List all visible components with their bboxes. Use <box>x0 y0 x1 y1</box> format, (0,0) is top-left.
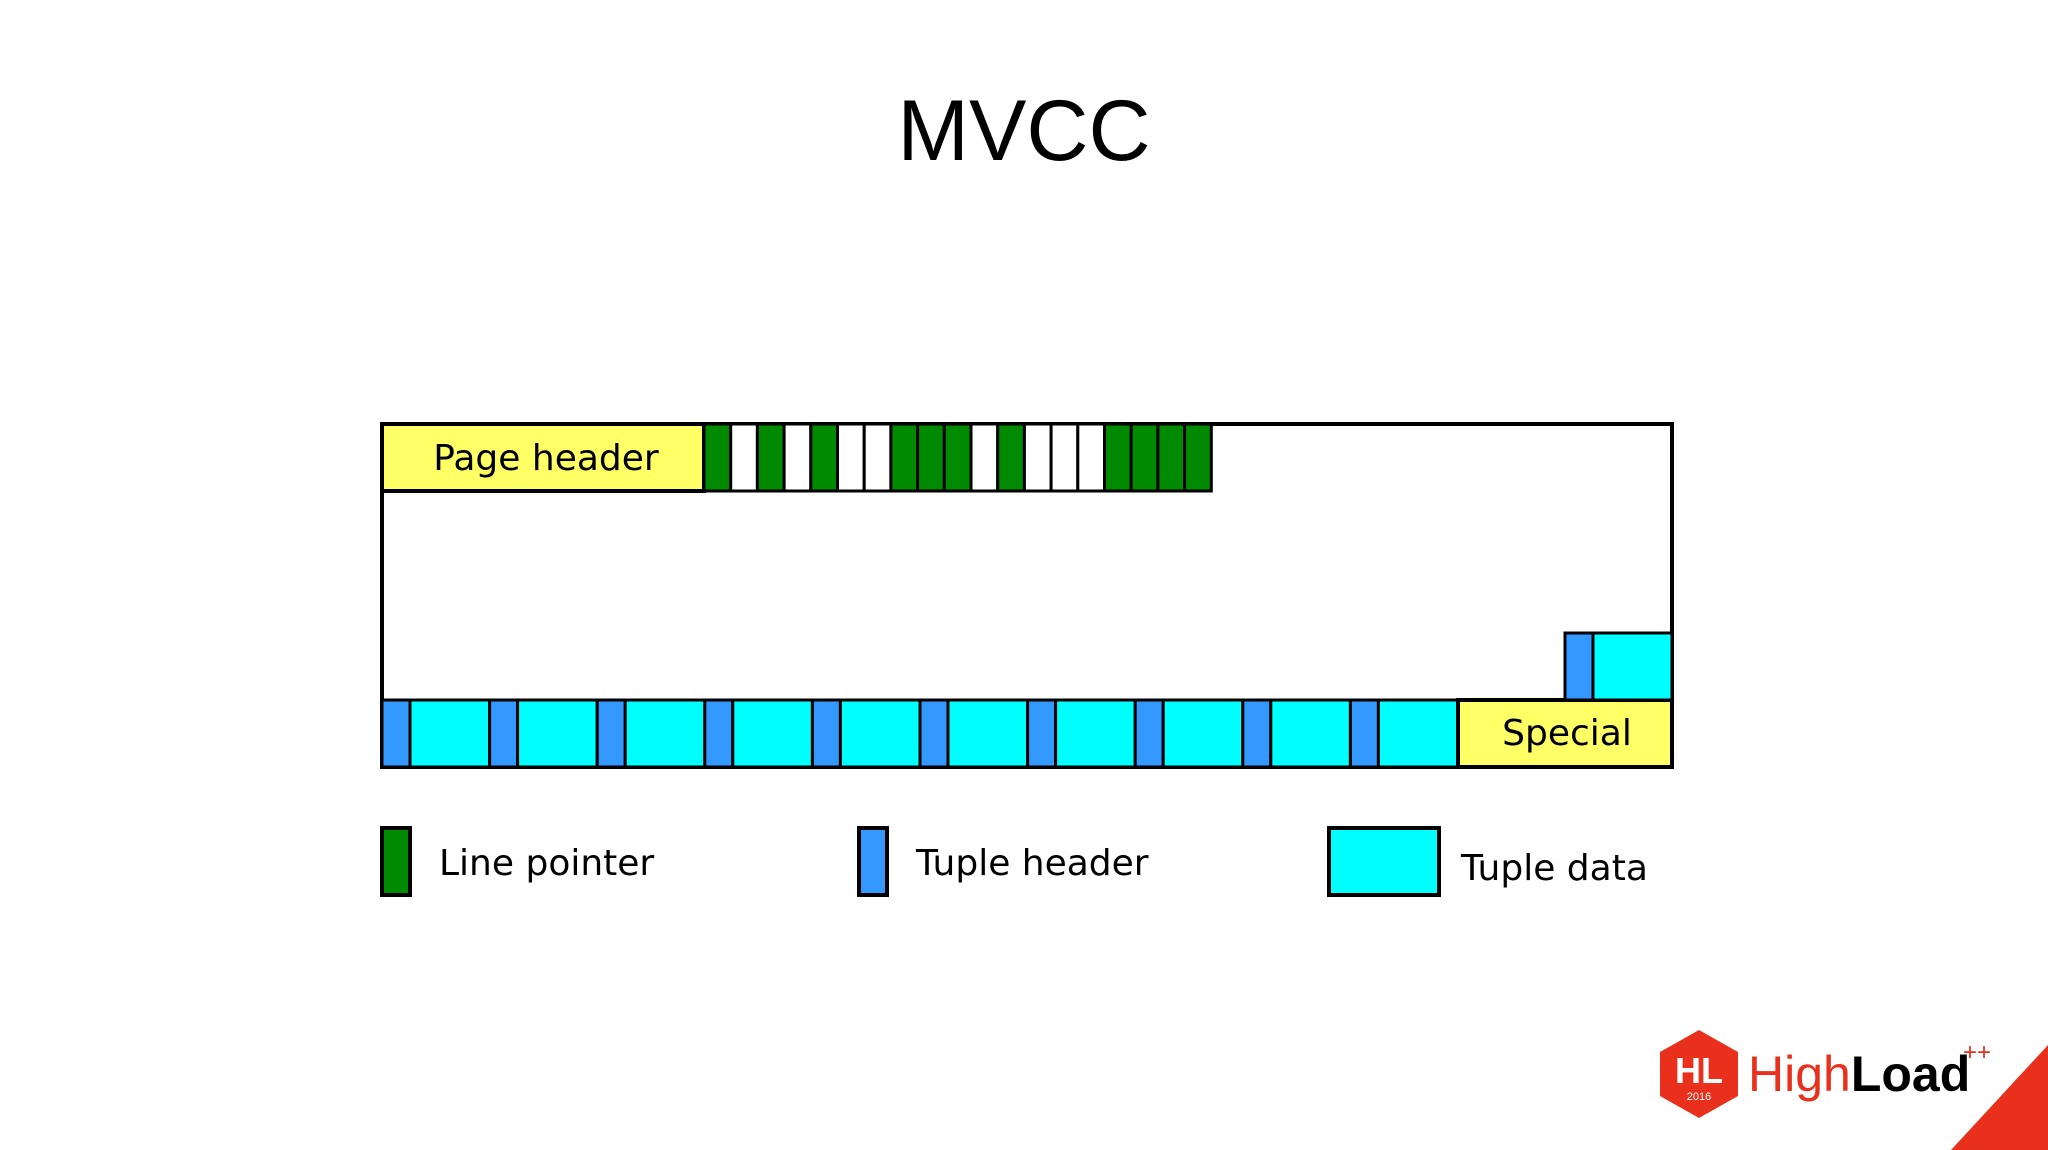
line-pointer-slot-free <box>969 422 1000 493</box>
logo-wordmark: HighLoad <box>1748 1046 1970 1102</box>
tuple-data-block <box>838 698 922 769</box>
tuple-header-block <box>810 698 842 769</box>
line-pointer-slot <box>1183 422 1213 493</box>
tuple-header-block <box>1348 698 1380 769</box>
legend-tuple-header-swatch <box>857 826 889 897</box>
line-pointer-slot-free <box>1049 422 1080 493</box>
tuple-header-block <box>380 698 412 769</box>
tuple-data-block <box>731 698 814 769</box>
line-pointer-slot <box>1156 422 1187 493</box>
line-pointer-slot-free <box>836 422 866 493</box>
logo-superscript: ++ <box>1963 1039 1991 1066</box>
tuple-header-block <box>1563 631 1595 702</box>
slide-title: MVCC <box>897 83 1151 179</box>
logo-word-light: High <box>1748 1046 1851 1102</box>
logo-hexagon-icon <box>1660 1030 1738 1118</box>
line-pointer-slot-free <box>1022 422 1053 493</box>
tuple-data-block <box>408 698 492 769</box>
line-pointer-slot <box>1103 422 1133 493</box>
logo-word-bold: Load <box>1851 1046 1970 1102</box>
tuple-data-block <box>946 698 1030 769</box>
special-box <box>1456 698 1674 769</box>
legend-tuple-data-swatch <box>1327 826 1441 897</box>
line-pointer-slot <box>1129 422 1160 493</box>
page-header-box <box>380 422 706 493</box>
legend-tuple-header-label: Tuple header <box>915 843 1149 884</box>
legend-line-pointer-swatch <box>380 826 412 897</box>
tuple-data-block <box>516 698 599 769</box>
special-label: Special <box>1502 713 1632 754</box>
tuple-header-block <box>1241 698 1273 769</box>
line-pointer-array <box>702 422 1213 493</box>
tuple-data-block <box>1054 698 1137 769</box>
tuple-header-block <box>1133 698 1165 769</box>
logo-hex-text: HL <box>1675 1050 1723 1091</box>
tuple-data-block <box>1161 698 1245 769</box>
legend-tuple-data-label: Tuple data <box>1460 848 1648 889</box>
tuple-row <box>380 698 1460 769</box>
line-pointer-slot <box>996 422 1026 493</box>
line-pointer-slot <box>755 422 786 493</box>
line-pointer-slot-free <box>862 422 893 493</box>
tuple-header-block <box>703 698 735 769</box>
extra-tuple <box>1563 631 1674 702</box>
tuple-data-block <box>1591 631 1674 702</box>
tuple-data-block <box>1376 698 1460 769</box>
line-pointer-slot <box>942 422 973 493</box>
tuple-header-block <box>488 698 520 769</box>
tuple-header-block <box>595 698 627 769</box>
line-pointer-slot-free <box>1076 422 1107 493</box>
highload-logo: HL 2016 HighLoad ++ <box>1660 1030 1991 1118</box>
page-header-label: Page header <box>433 438 659 479</box>
tuple-header-block <box>1026 698 1058 769</box>
line-pointer-slot <box>702 422 733 493</box>
line-pointer-slot <box>916 422 946 493</box>
tuple-data-block <box>623 698 707 769</box>
corner-accent <box>1951 1045 2048 1150</box>
legend-line-pointer-label: Line pointer <box>439 843 654 884</box>
line-pointer-slot <box>889 422 920 493</box>
line-pointer-slot-free <box>729 422 759 493</box>
logo-hex-year: 2016 <box>1687 1091 1711 1103</box>
line-pointer-slot <box>809 422 839 493</box>
tuple-data-block <box>1269 698 1352 769</box>
tuple-header-block <box>918 698 950 769</box>
line-pointer-slot-free <box>782 422 813 493</box>
